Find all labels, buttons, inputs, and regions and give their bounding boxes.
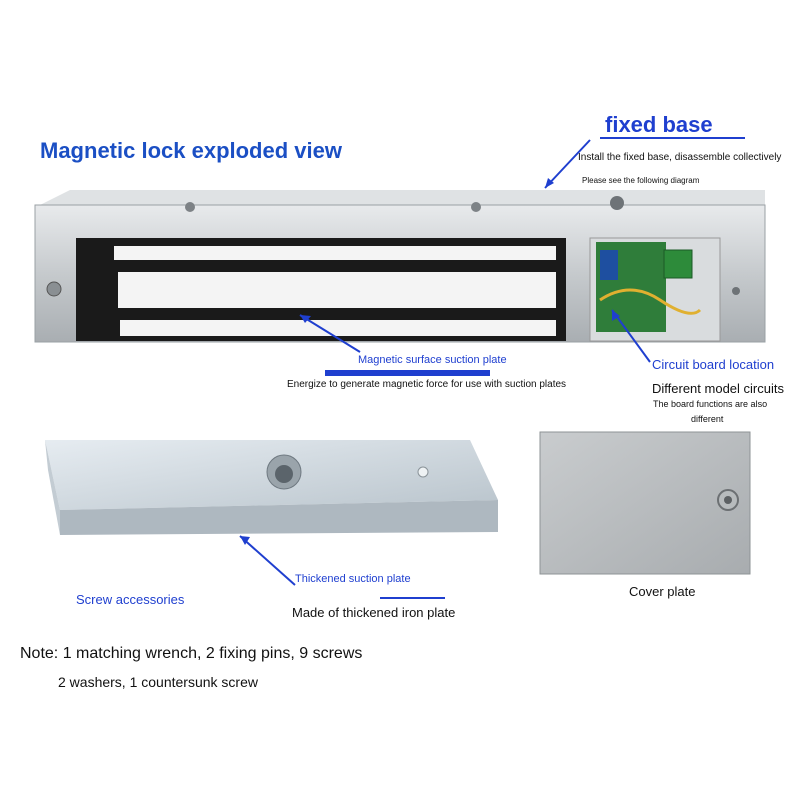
fixed-base-arrow <box>544 139 591 189</box>
circuit-board-line2: The board functions are also <box>653 399 768 409</box>
cover-plate-label: Cover plate <box>629 584 696 599</box>
magnetic-surface-description: Energize to generate magnetic force for … <box>287 379 567 390</box>
magnetic-surface-arrow <box>299 314 361 353</box>
circuit-board-line3: different <box>691 414 724 424</box>
suction-plate-description: Made of thickened iron plate <box>292 605 456 620</box>
circuit-board-line1: Different model circuits <box>652 381 784 396</box>
screw-accessories-label: Screw accessories <box>76 592 185 607</box>
magnetic-surface-bar <box>325 370 490 376</box>
circuit-board-arrowhead <box>612 310 620 321</box>
suction-plate-arrow <box>239 535 296 586</box>
note-line2: 2 washers, 1 countersunk screw <box>58 674 258 690</box>
suction-plate-arrowhead <box>240 536 250 545</box>
diagram-title: Magnetic lock exploded view <box>40 138 342 163</box>
magnetic-surface-arrowhead <box>300 315 311 323</box>
fixed-base-line1: Install the fixed base, disassemble coll… <box>578 152 782 163</box>
circuit-board-arrow <box>611 309 651 363</box>
fixed-base-heading: fixed base <box>605 112 713 137</box>
magnetic-lock-body <box>34 190 766 343</box>
fixed-base-arrowhead <box>545 178 554 188</box>
circuit-board-heading: Circuit board location <box>652 357 775 372</box>
suction-plate-heading: Thickened suction plate <box>295 573 411 585</box>
note-line1: Note: 1 matching wrench, 2 fixing pins, … <box>20 645 363 662</box>
fixed-base-line2: Please see the following diagram <box>582 176 700 185</box>
suction-plate <box>45 440 498 535</box>
cover-plate <box>539 431 751 575</box>
magnetic-surface-heading: Magnetic surface suction plate <box>358 354 507 366</box>
